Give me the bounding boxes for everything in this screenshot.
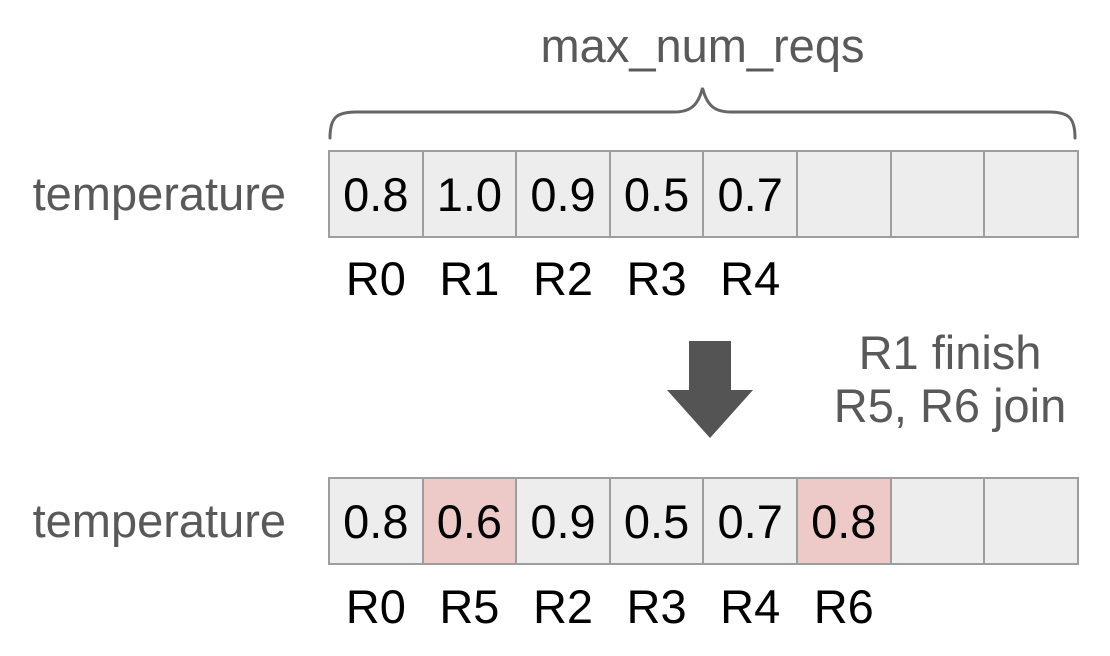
request-label: R0 (345, 580, 406, 633)
temperature-label-before: temperature (32, 167, 286, 220)
max-num-reqs-label: max_num_reqs (540, 19, 865, 72)
array-cell-empty (983, 477, 1079, 565)
request-label (891, 582, 985, 632)
array-cell-highlighted: 0.8 (795, 477, 892, 565)
array-cell: 0.5 (608, 477, 705, 565)
request-label: R1 (439, 252, 500, 305)
array-cell: 0.8 (328, 150, 424, 238)
request-labels-after: R0 R5 R2 R3 R4 R6 (329, 582, 1078, 632)
request-label: R6 (813, 580, 874, 633)
array-cell: 0.8 (328, 477, 424, 565)
request-label: R5 (439, 580, 500, 633)
array-cell-highlighted: 0.6 (421, 477, 518, 565)
temperature-label-after: temperature (32, 494, 286, 547)
request-label: R3 (626, 252, 687, 305)
array-cell: 0.5 (608, 150, 705, 238)
array-cell: 0.7 (702, 150, 798, 238)
array-cell: 0.9 (515, 150, 611, 238)
temperature-array-before: 0.8 1.0 0.9 0.5 0.7 (328, 150, 1079, 238)
request-label (984, 582, 1078, 632)
request-label: R4 (720, 252, 781, 305)
temperature-array-after: 0.8 0.6 0.9 0.5 0.7 0.8 (328, 477, 1079, 565)
array-cell: 1.0 (421, 150, 518, 238)
down-arrow-icon (667, 341, 753, 438)
request-labels-before: R0 R1 R2 R3 R4 (329, 254, 1078, 304)
transition-note-line1: R1 finish (858, 326, 1042, 379)
request-label (891, 254, 985, 304)
request-label: R2 (532, 580, 594, 633)
array-cell-empty (795, 150, 892, 238)
request-label (797, 254, 891, 304)
array-cell-empty (889, 477, 986, 565)
transition-note: R1 finish R5, R6 join (800, 326, 1100, 432)
brace-icon (328, 87, 1077, 140)
request-label: R4 (720, 580, 781, 633)
array-cell: 0.9 (515, 477, 611, 565)
array-cell-empty (983, 150, 1079, 238)
request-label (984, 254, 1078, 304)
request-label: R0 (345, 252, 406, 305)
array-cell: 0.7 (702, 477, 798, 565)
transition-note-line2: R5, R6 join (833, 379, 1067, 432)
array-cell-empty (889, 150, 986, 238)
request-label: R2 (532, 252, 594, 305)
request-label: R3 (626, 580, 687, 633)
